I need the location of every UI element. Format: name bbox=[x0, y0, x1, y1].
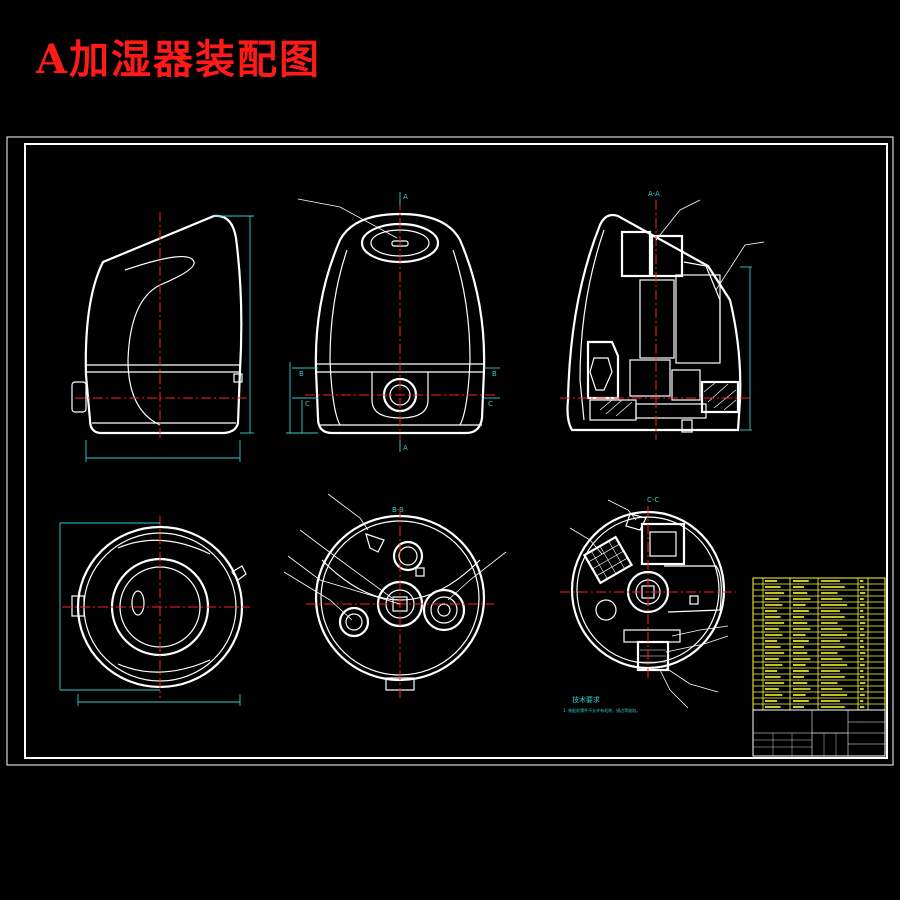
section-label-c-c: C-C bbox=[647, 496, 659, 504]
section-b-b-view: B-B bbox=[283, 493, 507, 700]
front-elevation-view: A A B B C C bbox=[286, 192, 500, 452]
technical-notes: 技术要求 1. 装配前零件不允许有毛刺、锐边等缺陷。 bbox=[563, 695, 640, 713]
cut-label-b-right: B bbox=[492, 370, 497, 378]
section-label-a-a: A-A bbox=[648, 190, 660, 198]
top-plan-view bbox=[59, 516, 250, 706]
notes-heading: 技术要求 bbox=[572, 695, 600, 704]
cut-label-c-left: C bbox=[305, 400, 310, 408]
notes-line-1: 1. 装配前零件不允许有毛刺、锐边等缺陷。 bbox=[563, 707, 640, 713]
cut-label-c-right: C bbox=[488, 400, 493, 408]
outer-sheet-border bbox=[6, 136, 894, 766]
title-block bbox=[752, 709, 886, 757]
cut-label-a-top: A bbox=[403, 193, 408, 201]
cut-label-a-bottom: A bbox=[403, 444, 408, 452]
inner-frame-border bbox=[24, 143, 888, 759]
drawing-title: A加湿器装配图 bbox=[36, 36, 322, 83]
section-label-b-b: B-B bbox=[392, 506, 404, 514]
side-elevation-view bbox=[71, 212, 254, 462]
section-c-c-view: C-C bbox=[560, 496, 736, 709]
side-section-view: A-A bbox=[560, 190, 765, 440]
parts-list-table bbox=[752, 577, 886, 711]
cut-label-b-left: B bbox=[299, 370, 304, 378]
